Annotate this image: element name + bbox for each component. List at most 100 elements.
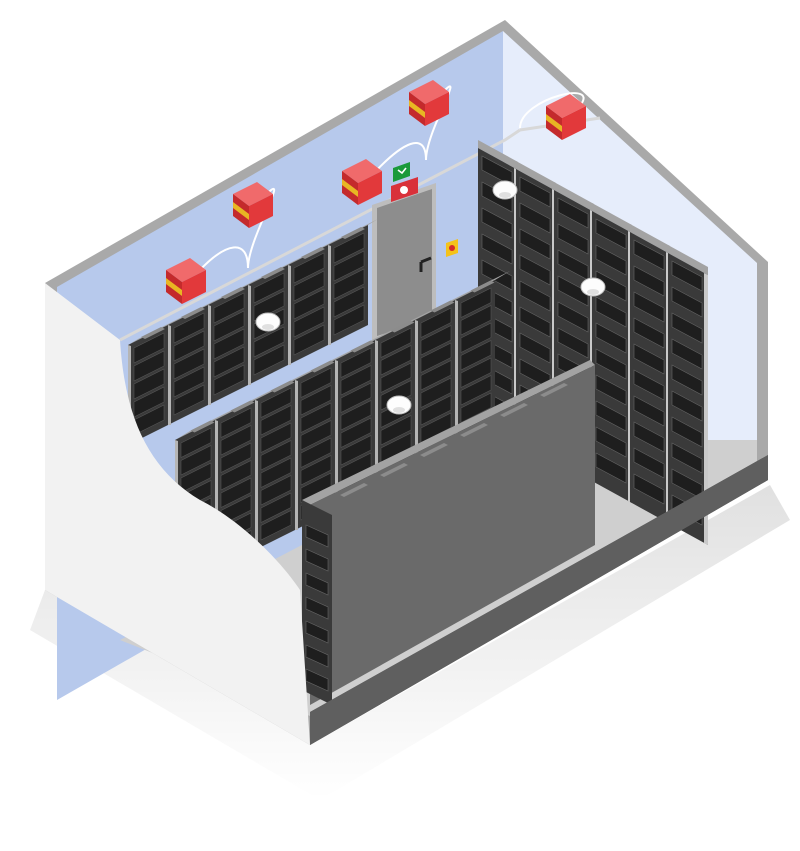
right-rack-server-unit (633, 421, 665, 453)
back-rack-server-unit (293, 306, 325, 338)
front-rack-server-unit (305, 644, 329, 668)
middle-rack-server-unit (180, 427, 212, 458)
fire-suppression-unit-icon (182, 270, 206, 304)
middle-rack-server-unit (380, 327, 412, 358)
back-rack-server-unit (333, 304, 365, 336)
fire-suppression-unit-icon-band (546, 114, 562, 132)
right-rack-server-unit (671, 338, 703, 370)
fire-suppression-unit-icon-top (546, 94, 586, 118)
front-rack-server-unit (305, 572, 329, 596)
fire-suppression-unit-icon-band (233, 202, 249, 220)
back-rack-server-unit (333, 250, 365, 282)
right-rack-top (592, 203, 632, 233)
middle-rack-server-unit (340, 347, 372, 378)
outer-wall-side-face (310, 455, 768, 745)
middle-rack-server-unit (420, 377, 452, 408)
back-rack-server-unit (173, 366, 205, 398)
middle-rack-server-unit (460, 287, 492, 318)
back-rack-cabinet-frame (208, 305, 211, 405)
smoke-detector-icon (386, 395, 412, 415)
middle-rack-cabinet-frame (335, 360, 338, 510)
back-rack-server-unit (333, 268, 365, 300)
right-rack-server-unit (595, 374, 627, 406)
right-rack-server-unit (633, 239, 665, 271)
right-rack-server-unit (557, 301, 589, 333)
middle-rack-server-unit (260, 492, 292, 523)
middle-rack-server-unit (420, 342, 452, 373)
rack-row-back-left (128, 219, 378, 445)
ground-shadow (30, 485, 790, 800)
back-rack-server-unit (253, 272, 285, 304)
back-rack-server-unit (333, 286, 365, 318)
middle-rack-vent (270, 380, 295, 393)
right-rack-server-unit (481, 207, 513, 239)
front-rack-vent (340, 483, 368, 497)
middle-rack-cabinet-frame (295, 380, 298, 530)
right-rack-server-unit (671, 286, 703, 318)
middle-rack-cabinet-frame (415, 320, 418, 470)
emergency-stop-button-icon[interactable] (446, 239, 458, 257)
back-rack-server-unit (213, 364, 245, 396)
back-rack-cabinet-frame (288, 265, 291, 365)
back-rack-cabinet-frame (168, 325, 171, 425)
smoke-detector-base (499, 192, 511, 198)
back-rack-server-unit (133, 332, 165, 364)
back-rack-server-unit (133, 386, 165, 418)
middle-rack-server-unit (220, 407, 252, 438)
outer-wall-front (45, 283, 310, 745)
right-rack-frame (704, 273, 708, 545)
middle-rack-server-unit (460, 340, 492, 371)
fire-suppression-unit-icon (249, 194, 273, 228)
smoke-detector-icon (580, 277, 606, 297)
middle-rack-server-unit (300, 455, 332, 486)
back-rack-server-unit (133, 350, 165, 382)
right-rack-server-unit (633, 369, 665, 401)
front-rack-server-unit (305, 596, 329, 620)
middle-rack-server-unit (300, 367, 332, 398)
right-rack-server-unit (519, 254, 551, 286)
middle-rack-server-unit (300, 402, 332, 433)
right-rack-server-unit (519, 176, 551, 208)
right-rack-server-unit (671, 312, 703, 344)
right-rack-server-unit (519, 306, 551, 338)
front-rack-vent (540, 383, 568, 397)
right-rack-server-unit (519, 332, 551, 364)
back-rack-server-unit (213, 346, 245, 378)
back-rack-cabinet-frame (248, 285, 251, 385)
door-leaf (377, 189, 432, 336)
middle-rack-vent (390, 320, 415, 333)
back-rack-vent (221, 287, 245, 299)
back-rack-server-unit (173, 348, 205, 380)
middle-rack-server-unit (300, 385, 332, 416)
middle-rack-server-unit (180, 445, 212, 476)
right-rack-server-unit (595, 452, 627, 484)
middle-rack-server-unit (460, 357, 492, 388)
middle-rack-server-unit (420, 325, 452, 356)
middle-rack-vent (350, 340, 375, 353)
middle-rack-server-unit (420, 395, 452, 426)
back-rack-server-unit (253, 344, 285, 376)
middle-rack-server-unit (260, 440, 292, 471)
back-rack-server-unit (213, 310, 245, 342)
door[interactable] (372, 183, 436, 340)
manual-call-point-icon[interactable] (391, 177, 418, 202)
smoke-detector-icon (255, 312, 281, 332)
fire-suppression-unit-icon-band (409, 100, 425, 118)
back-rack-vent (301, 247, 325, 259)
door-handle-icon[interactable] (419, 256, 432, 272)
middle-rack-server-unit (260, 510, 292, 541)
right-rack-server-unit (557, 197, 589, 229)
middle-rack-top (175, 271, 510, 440)
smoke-detector-icon (492, 180, 518, 200)
fire-suppression-unit-icon-top (233, 182, 273, 206)
front-rack-vent (460, 423, 488, 437)
right-rack-server-unit (633, 447, 665, 479)
front-rack-vent (380, 463, 408, 477)
right-rack-server-unit (557, 275, 589, 307)
middle-rack-server-unit (420, 412, 452, 443)
fire-suppression-unit-icon-top (166, 258, 206, 282)
middle-rack-cabinet-frame (375, 340, 378, 490)
smoke-detector-base (587, 289, 599, 295)
front-rack-server-unit (305, 524, 329, 548)
